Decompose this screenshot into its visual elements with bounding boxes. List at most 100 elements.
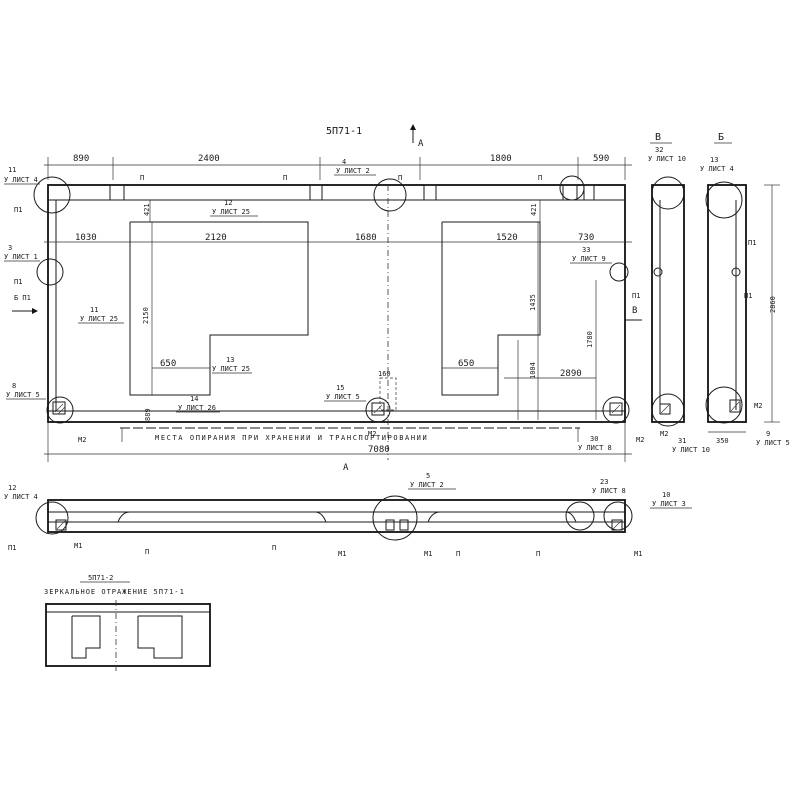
callout-12-sheet: У ЛИСТ 25 [212,208,250,216]
callout-12-num: 12 [224,199,232,207]
mark-m1-plan-3: М1 [424,550,432,558]
callout-33-num: 33 [582,246,590,254]
callout-14-num: 14 [190,395,198,403]
plan-view: 12 У ЛИСТ 4 5 У ЛИСТ 2 23 У ЛИСТ 8 10 У … [4,472,692,558]
side-view-v-outline [651,184,685,423]
mark-m1-plan-1: М1 [74,542,82,550]
window-opening-left [129,221,309,396]
callout-11-sheet: У ЛИСТ 4 [4,176,38,184]
section-marker-v: В [632,306,637,316]
callout-15-sheet: У ЛИСТ 5 [326,393,360,401]
mark-p-1: П [140,174,144,182]
dim-1435: 1435 [529,294,537,311]
mirror-code: 5П71-2 [88,574,113,582]
callout-10-sheet: У ЛИСТ 3 [652,500,686,508]
mark-p1-1: П1 [14,206,22,214]
mirror-panel-outline [45,603,211,667]
detail-circle-mr [609,262,629,282]
dim-650-right: 650 [458,359,474,369]
callout-30-sheet: У ЛИСТ 8 [578,444,612,452]
callout-32-sheet: У ЛИСТ 10 [648,155,686,163]
dim-730: 730 [578,233,594,243]
callout-12b-num: 12 [8,484,16,492]
callout-32-num: 32 [655,146,663,154]
dim-421-left: 421 [143,203,151,216]
callout-13-num: 13 [226,356,234,364]
mark-p-2: П [283,174,287,182]
callout-13b-num: 13 [710,156,718,164]
lifting-loop-center [365,397,391,423]
section-marker-b: Б П1 [14,294,31,302]
callout-30-num: 30 [590,435,598,443]
dim-421-right: 421 [530,203,538,216]
lifting-loop-right [602,396,630,424]
side-view-b: Б 2860 350 13 У ЛИСТ 4 П1 П1 М2 9 У ЛИСТ… [700,132,790,447]
callout-8-sheet: У ЛИСТ 5 [6,391,40,399]
callout-5-sheet: У ЛИСТ 2 [410,481,444,489]
mark-p-4: П [538,174,542,182]
dim-889: 889 [144,408,152,421]
mirror-view: 5П71-2 ЗЕРКАЛЬНОЕ ОТРАЖЕНИЕ 5П71-1 [44,574,211,672]
dim-160: 160 [378,370,391,378]
side-view-v-title: В [655,132,661,143]
dim-1004: 1004 [529,362,537,379]
side-view-b-title: Б [718,132,724,143]
detail-circle-tl [33,176,71,214]
detail-circle-tr [559,175,585,201]
mirror-window-left [71,615,101,659]
mark-p1-side-b-1: П1 [748,239,756,247]
dim-1520: 1520 [496,233,518,243]
callout-13-sheet: У ЛИСТ 25 [212,365,250,373]
mirror-text: ЗЕРКАЛЬНОЕ ОТРАЖЕНИЕ 5П71-1 [44,588,185,596]
dim-1780: 1780 [586,331,594,348]
mark-p-3: П [398,174,402,182]
plan-detail-right-a [565,501,595,531]
dim-2890: 2890 [560,369,582,379]
dim-350: 350 [716,437,729,445]
detail-circle-ml [36,258,64,286]
callout-9-sheet: У ЛИСТ 5 [756,439,790,447]
mark-p1-side-b-2: П1 [744,292,752,300]
side-view-b-outline [707,184,747,423]
main-view: 5П71-1 А 890 2400 1800 590 [4,124,644,473]
mark-p1-3: П1 [632,292,640,300]
callout-31-num: 31 [678,437,686,445]
side-b-detail-top [705,181,743,219]
mark-p1-2: П1 [14,278,22,286]
callout-11b-num: 11 [90,306,98,314]
mark-m2-1: М2 [78,436,86,444]
dim-1680: 1680 [355,233,377,243]
mark-m1-plan-2: М1 [338,550,346,558]
callout-9-num: 9 [766,430,770,438]
plan-detail-right-b [603,501,633,531]
side-view-v: В 32 У ЛИСТ 10 М2 31 У ЛИСТ 10 [648,132,710,454]
lifting-loop-left [46,396,74,424]
callout-11-num: 11 [8,166,16,174]
mark-p-plan-1: П [145,548,149,556]
callout-31-sheet: У ЛИСТ 10 [672,446,710,454]
plan-detail-left [35,501,69,535]
callout-13b-sheet: У ЛИСТ 4 [700,165,734,173]
mark-m2-side-b: М2 [754,402,762,410]
dim-590: 590 [593,154,609,164]
callout-4-sheet: У ЛИСТ 2 [336,167,370,175]
side-b-detail-bottom [705,386,743,424]
mark-m1-plan-4: М1 [634,550,642,558]
callout-23-sheet: У ЛИСТ 8 [592,487,626,495]
callout-15-num: 15 [336,384,344,392]
callout-14-sheet: У ЛИСТ 26 [178,404,216,412]
mark-m2-3: М2 [636,436,644,444]
callout-23-num: 23 [600,478,608,486]
view-label-a: А [343,463,349,473]
mark-p-plan-4: П [536,550,540,558]
top-notches [109,184,595,201]
window-opening-right [441,221,541,396]
dim-1030: 1030 [75,233,97,243]
mark-p-plan-2: П [272,544,276,552]
plan-view-outline [47,499,626,533]
dim-7080: 7080 [368,445,390,455]
callout-5-num: 5 [426,472,430,480]
callout-3-sheet: У ЛИСТ 1 [4,253,38,261]
callout-12b-sheet: У ЛИСТ 4 [4,493,38,501]
